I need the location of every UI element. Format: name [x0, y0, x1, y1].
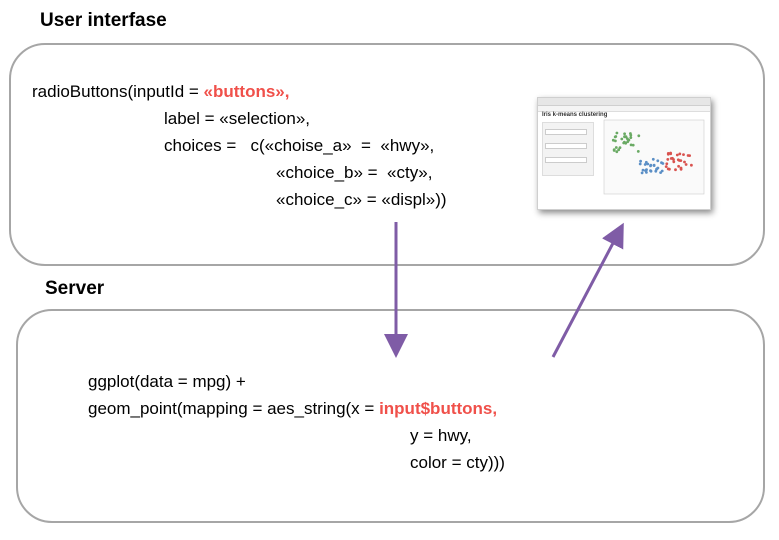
cluster-red-point: [675, 153, 679, 157]
ui-code-line-4: «choice_b» = «cty»,: [276, 163, 433, 182]
cluster-green-point: [614, 135, 618, 138]
cluster-green-point: [615, 150, 619, 154]
ui-code-line-3: choices = c(«choise_a» = «hwy»,: [164, 136, 435, 155]
ui-code-line-1: radioButtons(inputId = «buttons»,: [32, 78, 289, 105]
ui-code-line-2: label = «selection»,: [164, 109, 311, 128]
cluster-red-point: [677, 164, 680, 168]
cluster-blue-point: [651, 157, 655, 161]
cluster-green-point: [617, 148, 621, 152]
inputid-value: «buttons»,: [203, 82, 290, 101]
cluster-blue-point: [640, 171, 644, 175]
cluster-red-point: [686, 154, 690, 157]
cluster-red-point: [678, 152, 682, 156]
cluster-green-point: [623, 135, 627, 139]
cluster-green-point: [620, 137, 624, 141]
cluster-green-point: [636, 150, 640, 153]
cluster-red-point: [690, 163, 693, 167]
server-code-line-1: ggplot(data = mpg) +: [88, 372, 246, 391]
app-screenshot-thumbnail: Iris k-means clustering: [537, 97, 711, 210]
cluster-green-point: [627, 138, 631, 142]
cluster-green-point: [611, 138, 615, 142]
cluster-red-point: [672, 160, 676, 164]
cluster-green-point: [629, 136, 633, 139]
cluster-green-point: [629, 143, 633, 147]
cluster-red-point: [666, 158, 670, 161]
cluster-blue-point: [638, 162, 642, 166]
scatter-plot: [603, 119, 705, 195]
cluster-red-point: [669, 151, 672, 155]
cluster-green-point: [637, 134, 641, 138]
cluster-red-point: [669, 157, 673, 160]
cluster-green-point: [622, 141, 626, 145]
select-x-field: [545, 129, 587, 135]
cluster-blue-point: [660, 161, 663, 165]
server-code-comma: ,: [492, 399, 498, 418]
server-code-text: geom_point(mapping = aes_string(x =: [88, 399, 380, 418]
cluster-red-point: [682, 153, 685, 156]
browser-tab-bar: [538, 98, 710, 106]
cluster-green-point: [623, 132, 626, 136]
cluster-blue-point: [649, 163, 653, 167]
cluster-blue-point: [639, 159, 642, 163]
cluster-green-point: [614, 139, 617, 143]
cluster-blue-point: [655, 167, 659, 171]
server-code-line-4: color = cty))): [410, 453, 505, 472]
select-y-field: [545, 143, 587, 149]
cluster-red-point: [683, 160, 686, 164]
server-heading: Server: [45, 278, 105, 299]
cluster-red-point: [674, 168, 677, 172]
browser-address-bar: [538, 106, 710, 112]
server-code-line-2: geom_point(mapping = aes_string(x = inpu…: [88, 395, 497, 422]
ui-code-line-5: «choice_c» = «displ»)): [276, 190, 447, 209]
clusters-field: [545, 157, 587, 163]
ui-heading: User interfase: [40, 10, 167, 31]
ui-code-text: radioButtons(inputId =: [32, 82, 204, 101]
cluster-green-point: [615, 131, 619, 135]
cluster-red-point: [679, 159, 683, 162]
cluster-green-point: [631, 143, 635, 147]
cluster-blue-point: [654, 169, 658, 173]
cluster-red-point: [679, 167, 683, 171]
cluster-blue-point: [641, 168, 645, 172]
arrow-server-to-ui: [551, 222, 624, 358]
cluster-blue-point: [643, 163, 647, 166]
cluster-blue-point: [660, 169, 664, 173]
sidebar-panel: [542, 122, 594, 176]
cluster-red-point: [668, 167, 671, 171]
cluster-red-point: [684, 163, 688, 166]
server-code-line-3: y = hwy,: [410, 426, 472, 445]
cluster-red-point: [666, 152, 670, 156]
cluster-blue-point: [646, 162, 650, 166]
cluster-red-point: [664, 165, 668, 168]
cluster-green-point: [629, 133, 633, 137]
cluster-blue-point: [656, 159, 660, 163]
cluster-green-point: [618, 146, 622, 149]
cluster-green-point: [614, 146, 618, 149]
app-title: Iris k-means clustering: [542, 112, 608, 118]
cluster-red-point: [672, 158, 675, 161]
cluster-blue-point: [652, 164, 656, 167]
cluster-blue-point: [644, 169, 647, 172]
cluster-red-point: [676, 158, 680, 162]
cluster-blue-point: [649, 169, 653, 173]
cluster-red-point: [665, 162, 669, 166]
cluster-green-point: [612, 149, 616, 152]
input-buttons-reference: input$buttons: [379, 399, 493, 418]
